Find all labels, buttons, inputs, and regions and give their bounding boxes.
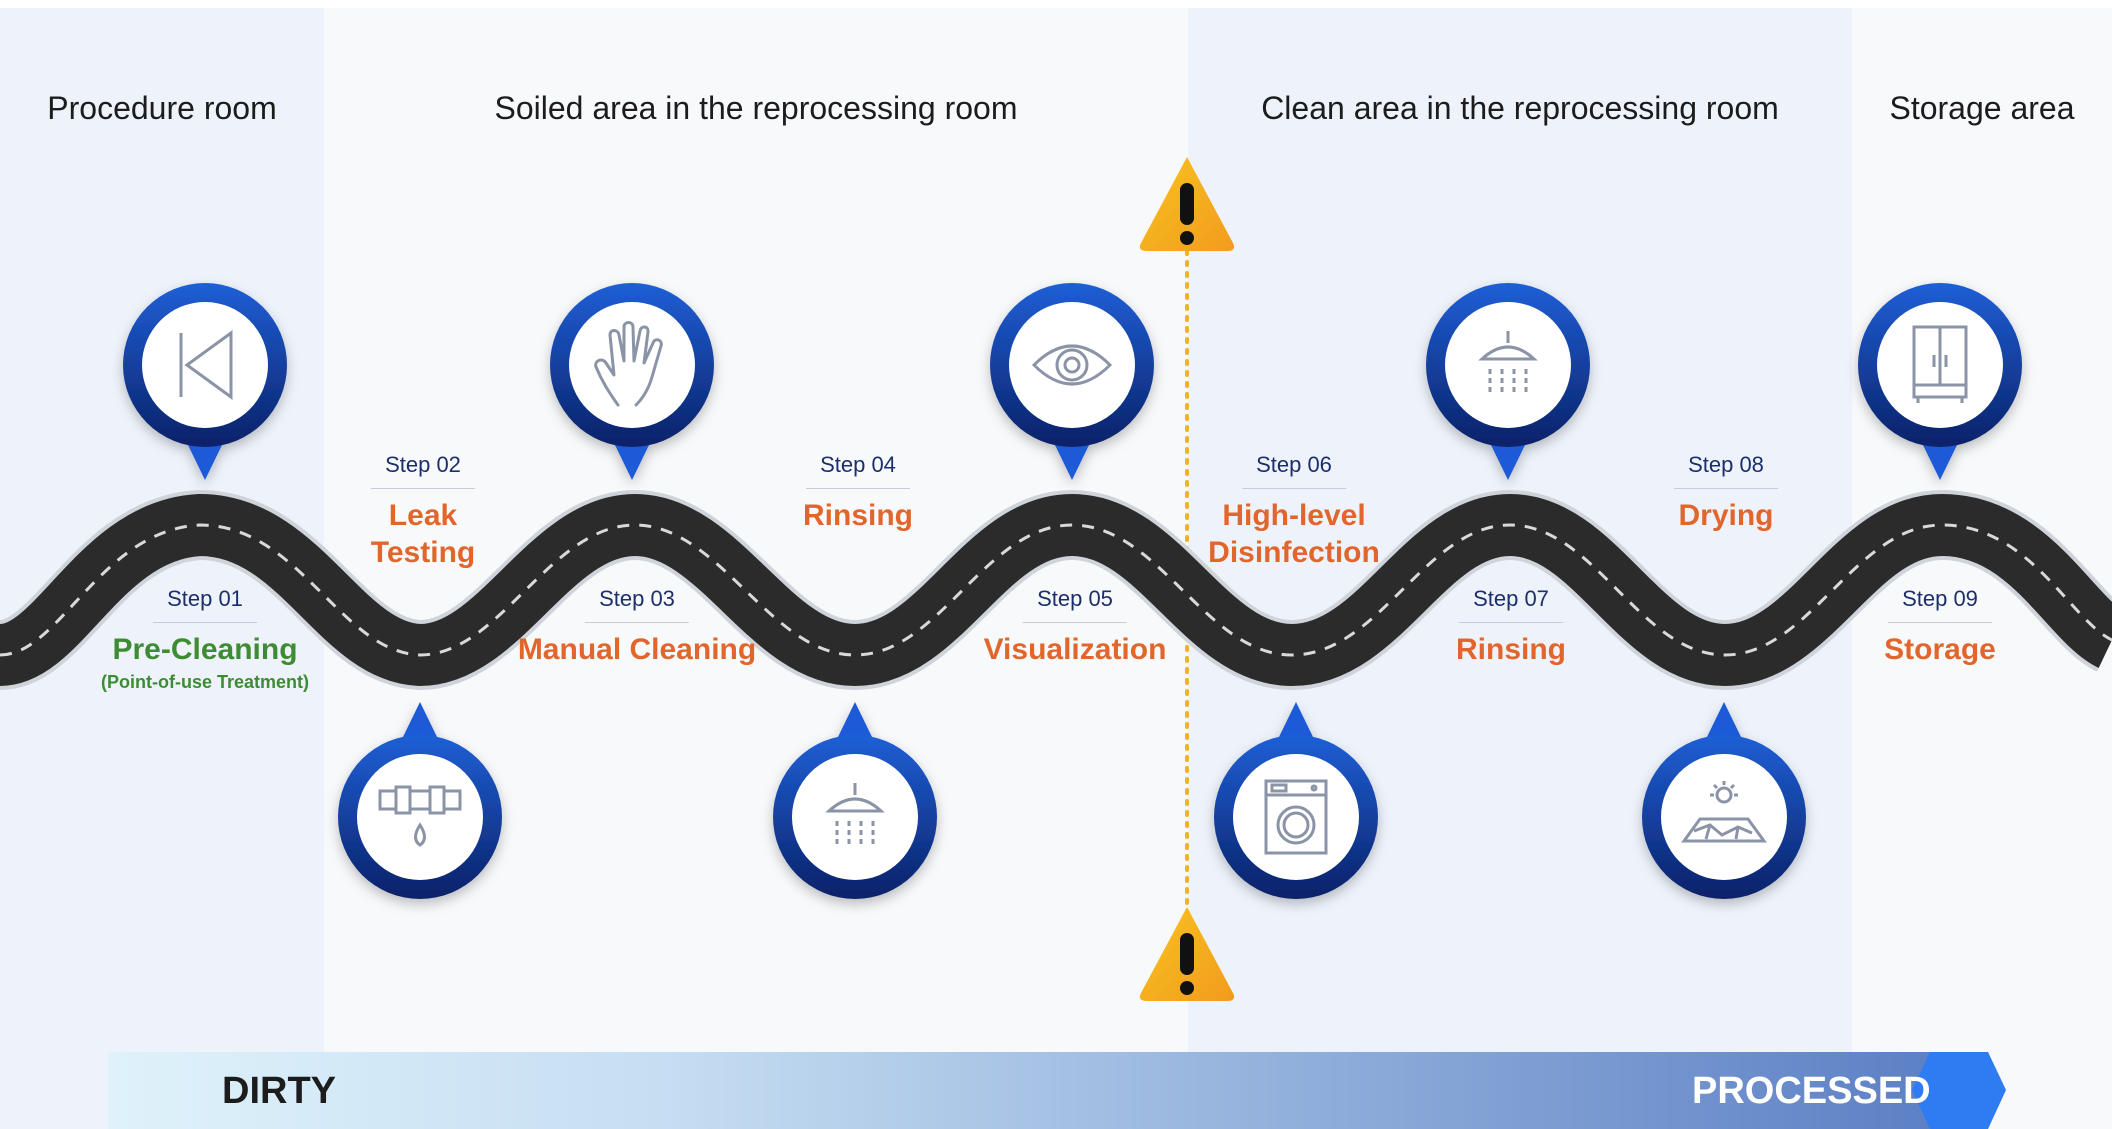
step-name: Rinsing bbox=[803, 499, 913, 532]
skip-back-icon bbox=[179, 330, 233, 400]
step-08-label: Step 08 Drying bbox=[1674, 452, 1778, 534]
step-name-line: Disinfection bbox=[1208, 536, 1380, 569]
step-number: Step 02 bbox=[371, 452, 475, 489]
dry-sun-icon bbox=[1681, 781, 1767, 843]
flow-start-label: DIRTY bbox=[222, 1070, 336, 1112]
step-03-label: Step 03 Manual Cleaning bbox=[518, 586, 756, 668]
eye-icon bbox=[1031, 344, 1113, 386]
shower-icon bbox=[1478, 331, 1538, 395]
step-name: High-level Disinfection bbox=[1208, 497, 1380, 571]
step-number: Step 09 bbox=[1888, 586, 1992, 623]
step-subtitle: (Point-of-use Treatment) bbox=[100, 672, 310, 692]
zone-title: Clean area in the reprocessing room bbox=[1261, 90, 1779, 126]
step-number: Step 06 bbox=[1242, 452, 1346, 489]
step-name: Manual Cleaning bbox=[517, 633, 757, 666]
step-08-pin bbox=[1642, 702, 1806, 899]
step-name: Leak Testing bbox=[371, 497, 475, 571]
zone-title: Storage area bbox=[1889, 90, 2075, 126]
warning-icon bbox=[1139, 907, 1235, 1001]
step-02-label: Step 02 Leak Testing bbox=[371, 452, 475, 571]
step-09-pin bbox=[1858, 283, 2022, 480]
step-name: Drying bbox=[1678, 499, 1774, 532]
flow-end-label: PROCESSED bbox=[1692, 1070, 1931, 1112]
step-04-pin bbox=[773, 702, 937, 899]
cabinet-icon bbox=[1912, 325, 1968, 403]
step-name-line: High-level bbox=[1222, 499, 1366, 532]
step-number: Step 07 bbox=[1459, 586, 1563, 623]
flow-bar bbox=[108, 1052, 1952, 1129]
hand-icon bbox=[594, 321, 663, 407]
zone-clean-area: Clean area in the reprocessing room bbox=[1188, 8, 1852, 1129]
warning-icon bbox=[1139, 157, 1235, 251]
step-01-label: Step 01 Pre-Cleaning (Point-of-use Treat… bbox=[101, 586, 309, 693]
step-05-label: Step 05 Visualization bbox=[984, 586, 1167, 668]
flow-arrow-head bbox=[1912, 1052, 2006, 1129]
step-02-pin bbox=[338, 702, 502, 899]
step-07-label: Step 07 Rinsing bbox=[1456, 586, 1566, 668]
step-name-line: Leak bbox=[388, 499, 458, 532]
zone-title: Procedure room bbox=[47, 90, 277, 126]
step-number: Step 05 bbox=[1023, 586, 1127, 623]
step-name: Pre-Cleaning bbox=[112, 633, 298, 666]
step-03-pin bbox=[550, 283, 714, 480]
step-number: Step 08 bbox=[1674, 452, 1778, 489]
step-04-label: Step 04 Rinsing bbox=[803, 452, 913, 534]
zone-title: Soiled area in the reprocessing room bbox=[494, 90, 1018, 126]
step-number: Step 04 bbox=[806, 452, 910, 489]
shower-icon bbox=[825, 783, 885, 847]
step-06-pin bbox=[1214, 702, 1378, 899]
step-number: Step 01 bbox=[153, 586, 257, 623]
step-01-pin bbox=[123, 283, 287, 480]
step-05-pin bbox=[990, 283, 1154, 480]
step-name: Rinsing bbox=[1456, 633, 1566, 666]
washing-machine-icon bbox=[1264, 779, 1328, 855]
step-07-pin bbox=[1426, 283, 1590, 480]
zone-soiled-area: Soiled area in the reprocessing room bbox=[324, 8, 1188, 1129]
pipe-leak-icon bbox=[378, 785, 462, 847]
step-name-line: Testing bbox=[370, 536, 476, 569]
step-number: Step 03 bbox=[585, 586, 689, 623]
step-name: Storage bbox=[1884, 633, 1996, 666]
step-06-label: Step 06 High-level Disinfection bbox=[1208, 452, 1380, 571]
step-name: Visualization bbox=[983, 633, 1167, 666]
step-09-label: Step 09 Storage bbox=[1884, 586, 1996, 668]
